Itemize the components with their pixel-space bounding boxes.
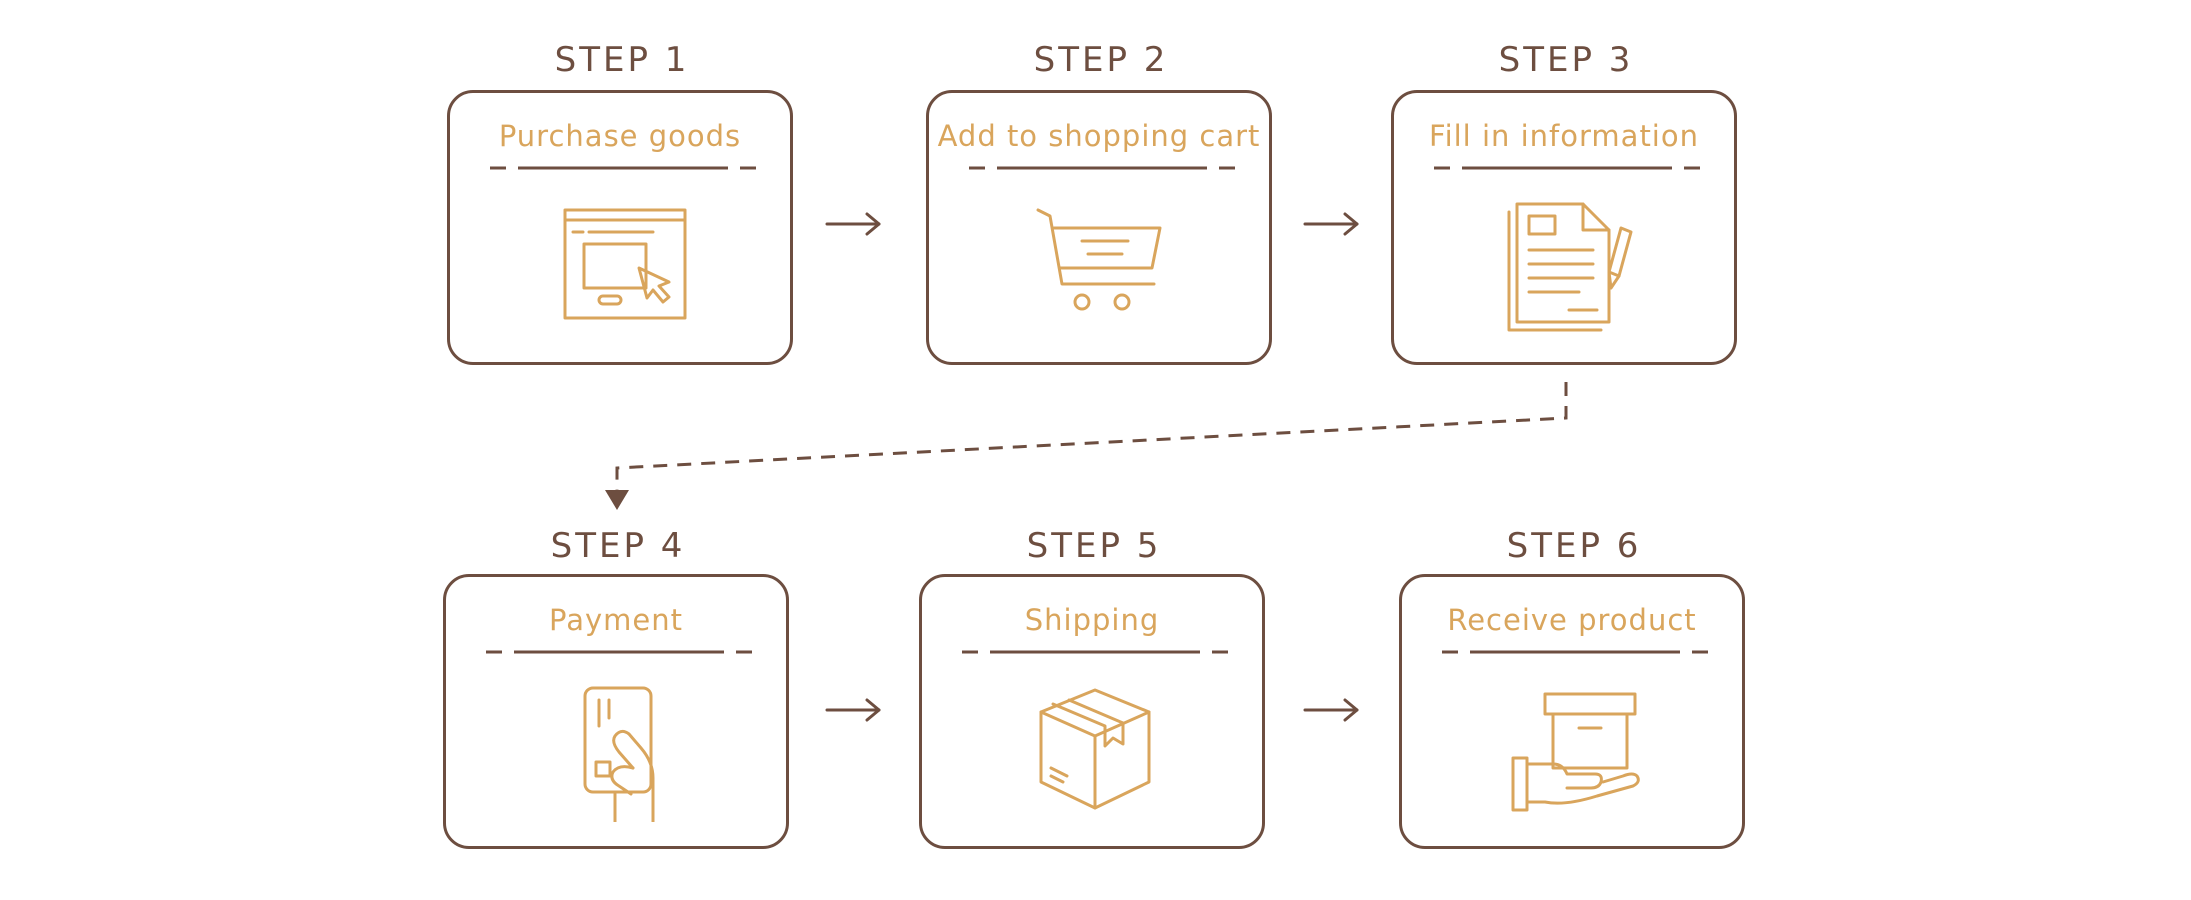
step-4-card: Payment <box>443 574 789 849</box>
step-1-card: Purchase goods <box>447 90 793 365</box>
arrow-right-icon <box>825 698 881 722</box>
step-5-divider <box>962 650 1228 654</box>
step-4-divider <box>486 650 752 654</box>
step-6-label: STEP 6 <box>1506 526 1642 566</box>
step-5-label: STEP 5 <box>1026 526 1162 566</box>
document-pen-icon <box>1507 202 1633 332</box>
arrow-right-icon <box>1303 698 1359 722</box>
step-6-card: Receive product <box>1399 574 1745 849</box>
step-1-title: Purchase goods <box>498 119 742 153</box>
step-3-divider <box>1434 166 1700 170</box>
hand-card-icon <box>583 686 655 822</box>
step-4-label: STEP 4 <box>550 526 686 566</box>
step-3-label: STEP 3 <box>1498 40 1634 80</box>
step-1-divider <box>490 166 756 170</box>
step-5-title: Shipping <box>1024 603 1160 637</box>
shopping-cart-icon <box>1036 208 1162 311</box>
step-3-card: Fill in information <box>1391 90 1737 365</box>
parcel-box-icon <box>1039 688 1151 810</box>
step-2-title: Add to shopping cart <box>937 119 1261 153</box>
step-2-divider <box>969 166 1235 170</box>
step-2-card: Add to shopping cart <box>926 90 1272 365</box>
step-4-title: Payment <box>549 603 683 637</box>
step-5-card: Shipping <box>919 574 1265 849</box>
arrow-right-icon <box>1303 212 1359 236</box>
hand-box-icon <box>1511 692 1640 812</box>
step-6-title: Receive product <box>1447 603 1697 637</box>
arrow-right-icon <box>825 212 881 236</box>
step-6-divider <box>1442 650 1708 654</box>
step-3-title: Fill in information <box>1429 119 1699 153</box>
step-1-label: STEP 1 <box>554 40 690 80</box>
browser-cursor-icon <box>563 208 687 320</box>
step-2-label: STEP 2 <box>1033 40 1169 80</box>
